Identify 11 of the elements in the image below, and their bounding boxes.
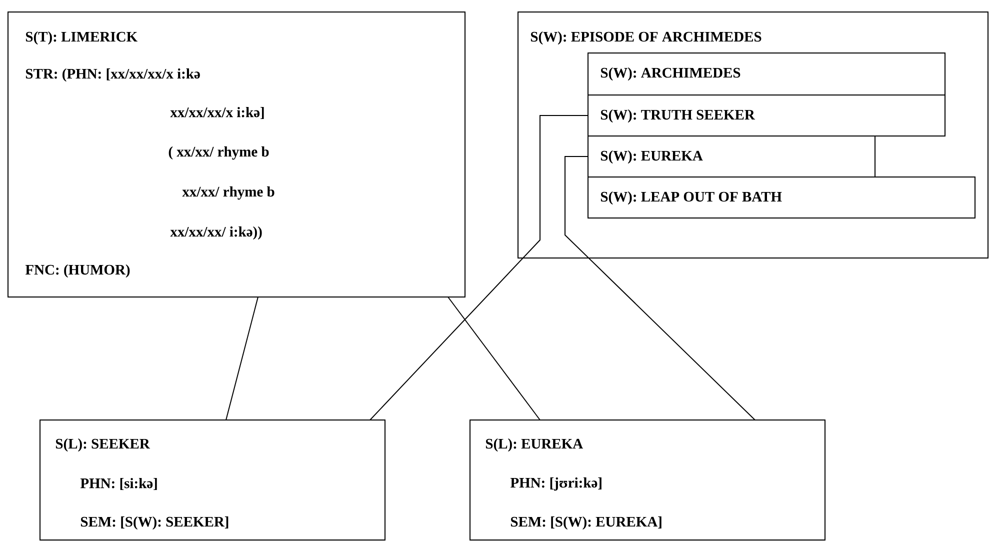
connector-line xyxy=(564,156,756,420)
word-box: S(W): TRUTH SEEKER xyxy=(588,94,946,136)
connector-line xyxy=(448,296,540,420)
connector-line xyxy=(370,115,588,420)
word-box: S(W): EUREKA xyxy=(588,136,876,178)
word-box: S(W): LEAP OUT OF BATH xyxy=(588,176,976,218)
lexeme-box: S(L): EUREKA PHN: [jʊri:kə] SEM: [S(W): EUREKA] xyxy=(470,420,826,540)
word-box: S(W): ARCHIMEDES xyxy=(588,52,946,96)
lexeme-box: S(L): SEEKER PHN: [si:kə] SEM: [S(W): SEEKER] xyxy=(40,420,386,540)
connector-line xyxy=(226,296,258,420)
frame-box: S(T): LIMERICK STR: (PHN: [xx/xx/xx/x i:kə xx/xx/xx/x i:kə] ( xx/xx/ rhyme b xx/xx/ rhyme b xx/xx/xx/ i:kə)) FNC: (HUMOR) xyxy=(8,12,466,298)
